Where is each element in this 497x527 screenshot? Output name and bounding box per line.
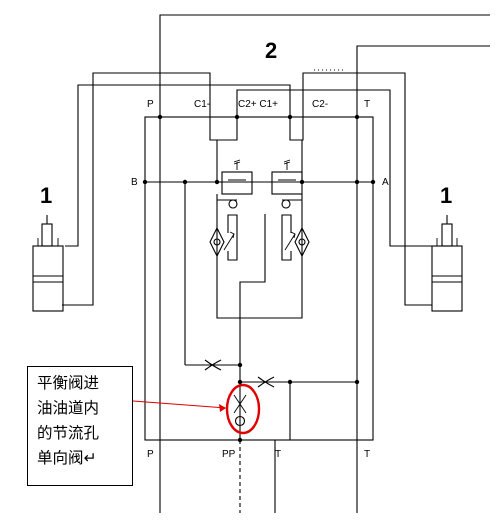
port-t-bottom-right: T xyxy=(364,449,370,460)
highlight-ellipse xyxy=(225,383,261,435)
port-t-bottom-left: T xyxy=(275,449,281,460)
pilot-lines xyxy=(216,214,303,319)
actuator-label-right: 1 xyxy=(440,183,452,208)
left-cylinder xyxy=(32,215,64,312)
port-c1-minus: C1- xyxy=(194,99,210,110)
port-p-top: P xyxy=(147,99,154,110)
throttle-check-right xyxy=(281,214,310,261)
callout-line-4: 单向阀↵ xyxy=(37,449,97,467)
throttle-check-left xyxy=(209,214,238,261)
throttle-check-symbol xyxy=(233,394,247,414)
counterbalance-valve-left xyxy=(216,140,253,255)
right-cylinder xyxy=(431,215,463,312)
port-c2-plus-c1-plus: C2+ C1+ xyxy=(238,99,278,110)
junction-dots xyxy=(142,114,376,443)
left-actuator-lines xyxy=(62,72,291,306)
port-a: A xyxy=(382,177,389,188)
supply-lines xyxy=(159,14,490,115)
diagram-title: 2 xyxy=(265,38,277,63)
balance-throttle-section xyxy=(204,318,357,440)
port-t-top: T xyxy=(364,99,370,110)
right-actuator-lines xyxy=(236,72,432,306)
annotation-callout-box: 平衡阀进 油油道内 的节流孔 单向阀↵ xyxy=(27,366,133,486)
port-b: B xyxy=(131,177,138,188)
callout-line-2: 油油道内 xyxy=(37,399,100,417)
callout-line-1: 平衡阀进 xyxy=(37,374,100,392)
port-pp: PP xyxy=(222,449,236,460)
manifold-block xyxy=(144,116,374,441)
callout-line-3: 的节流孔 xyxy=(37,424,100,442)
throttle-left-symbol xyxy=(204,359,222,371)
actuator-label-left: 1 xyxy=(40,183,52,208)
port-p-bottom: P xyxy=(147,449,154,460)
throttle-mid-symbol xyxy=(257,376,275,388)
ba-crossline xyxy=(145,181,373,366)
outlet-lines xyxy=(159,440,358,513)
port-c2-minus: C2- xyxy=(312,99,328,110)
callout-arrow xyxy=(132,400,227,412)
check-ball xyxy=(234,415,246,427)
